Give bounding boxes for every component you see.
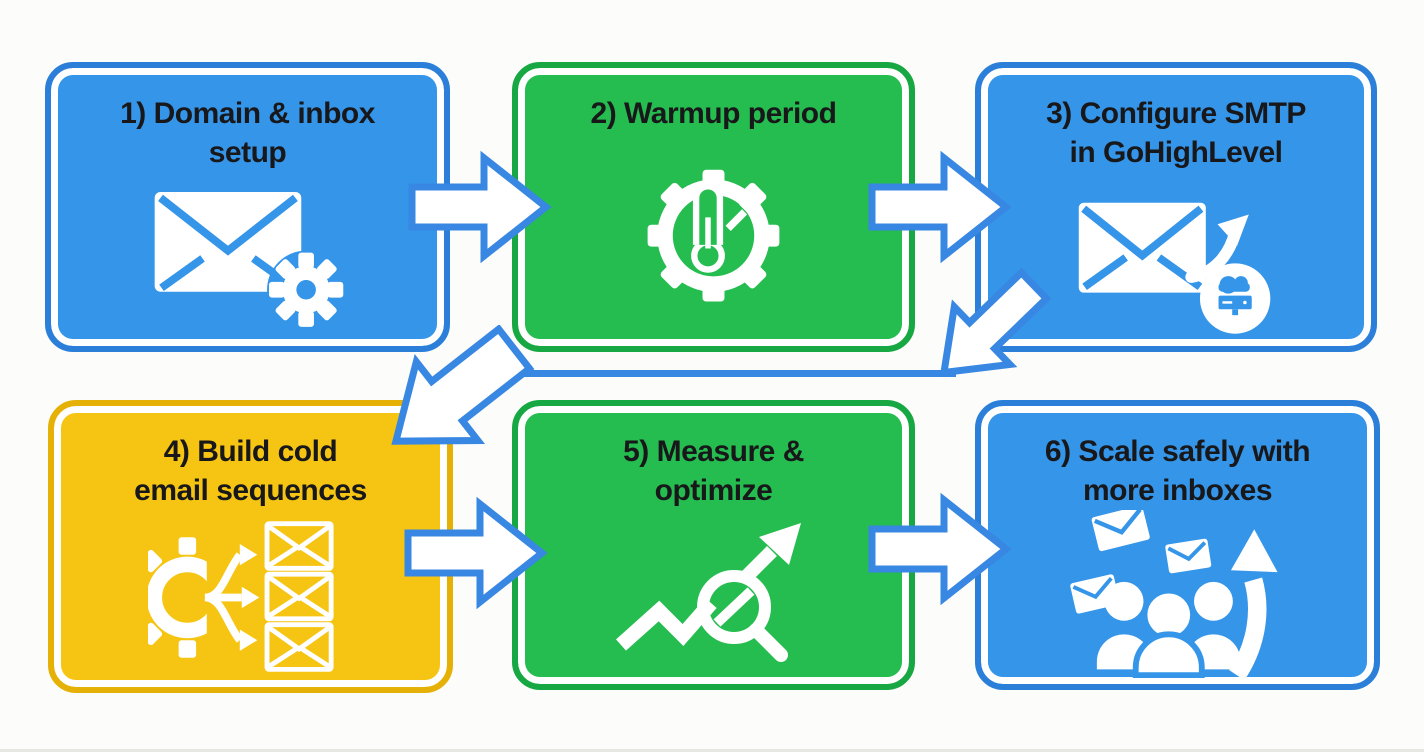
step-2-box: 2) Warmup period	[512, 62, 915, 352]
arrow-step2-to-step3	[868, 150, 1012, 264]
trend-magnifier-growth-icon	[609, 506, 819, 684]
envelope-gear-icon	[140, 168, 355, 346]
step-2-title: 2) Warmup period	[590, 97, 837, 130]
step-5-title: 5) Measure & optimize	[623, 435, 804, 507]
users-envelopes-growth-icon	[1065, 506, 1290, 684]
arrow-step3-down-to-line	[939, 267, 1052, 377]
envelope-forward-cloud-server-icon	[1069, 168, 1284, 346]
step-5-box: 5) Measure & optimize	[512, 400, 915, 690]
step-1-box: 1) Domain & inbox setup	[45, 62, 450, 352]
step-4-title: 4) Build cold email sequences	[134, 435, 367, 507]
arrow-step5-to-step6	[868, 492, 1012, 606]
gear-branching-envelopes-icon	[148, 506, 353, 687]
step-4-box: 4) Build cold email sequences	[48, 400, 453, 693]
step-6-box: 6) Scale safely with more inboxes	[975, 400, 1380, 690]
step-6-title: 6) Scale safely with more inboxes	[1044, 435, 1311, 507]
arrow-line-down-to-step4	[391, 325, 535, 445]
step-3-title: 3) Configure SMTP in GoHighLevel	[1046, 97, 1306, 169]
gear-thermometer-icon	[622, 129, 805, 346]
arrow-step4-to-step5	[404, 496, 548, 610]
step-1-title: 1) Domain & inbox setup	[120, 97, 375, 169]
arrow-step1-to-step2	[408, 150, 552, 264]
bottom-edge-line	[0, 749, 1424, 752]
connector-line-step3-to-step4	[506, 370, 956, 377]
